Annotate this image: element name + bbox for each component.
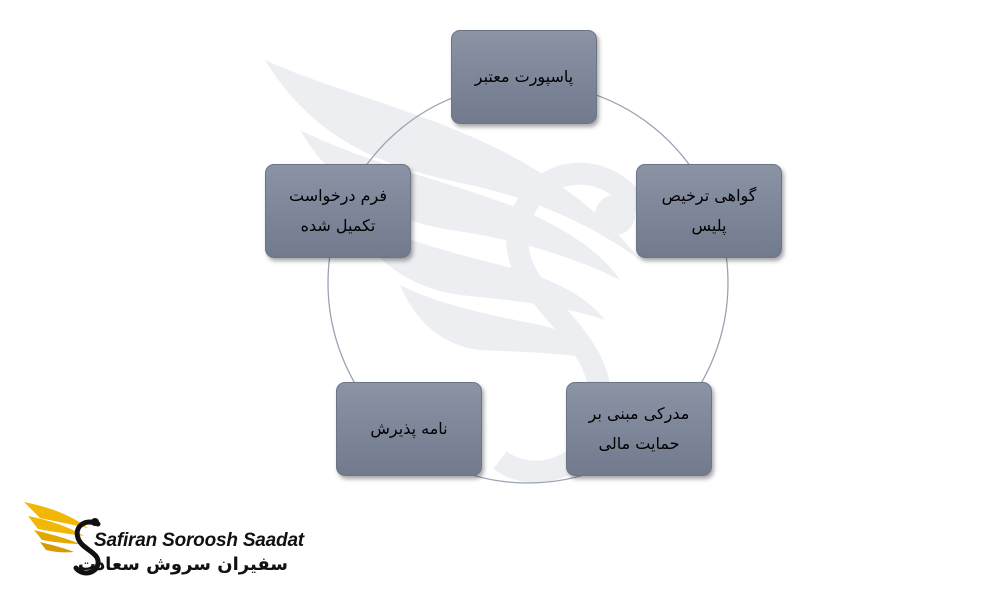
node-police-clearance: گواهی ترخیص پلیس <box>636 164 782 258</box>
node-3-line-2: حمایت مالی <box>598 434 680 453</box>
node-2-line-1: گواهی ترخیص <box>661 186 757 205</box>
brand-name-fa: سفیران سروش سعادت <box>77 554 288 575</box>
node-admission-letter: نامه پذیرش <box>336 382 482 476</box>
wing-icon <box>24 502 101 576</box>
node-4-line-1: نامه پذیرش <box>370 419 448 438</box>
node-application-form: فرم درخواست تکمیل شده <box>265 164 411 258</box>
node-5-line-2: تکمیل شده <box>300 216 376 235</box>
node-financial-support: مدرکی مبنی بر حمایت مالی <box>566 382 712 476</box>
brand-logo: Safiran Soroosh Saadat سفیران سروش سعادت <box>20 492 304 582</box>
node-1-line-1: پاسپورت معتبر <box>474 67 574 86</box>
node-valid-passport: پاسپورت معتبر <box>451 30 597 124</box>
node-3-line-1: مدرکی مبنی بر <box>588 404 690 423</box>
brand-name-en: Safiran Soroosh Saadat <box>94 530 304 551</box>
node-5-line-1: فرم درخواست <box>288 186 388 205</box>
node-2-line-2: پلیس <box>691 216 727 235</box>
watermark-head <box>595 195 635 235</box>
